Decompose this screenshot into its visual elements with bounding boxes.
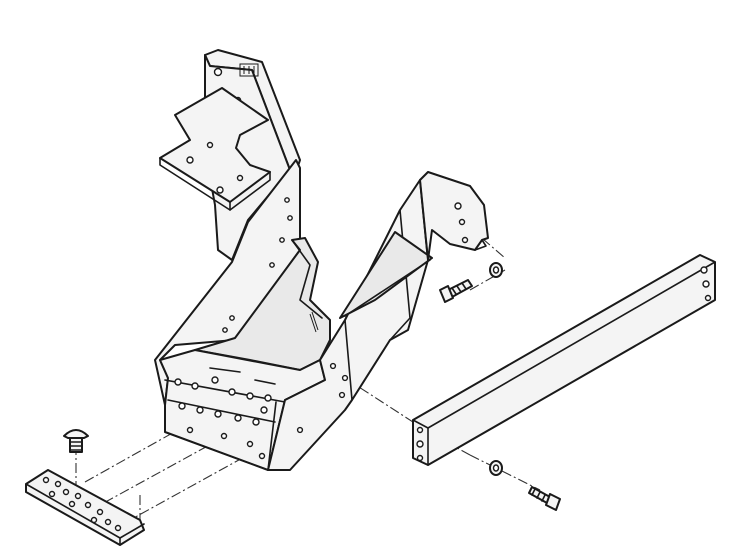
rear-flange xyxy=(419,171,489,261)
carriage-bolt xyxy=(63,429,89,453)
main-bracket xyxy=(154,49,433,471)
lower-washer xyxy=(489,460,503,476)
lower-bolt xyxy=(528,486,561,511)
top-mounting-plate xyxy=(159,87,271,211)
cross-strap xyxy=(412,254,716,466)
backing-plate xyxy=(25,469,145,546)
upper-bolt xyxy=(439,279,473,303)
base-holes xyxy=(174,376,272,460)
upper-washer xyxy=(489,262,503,278)
